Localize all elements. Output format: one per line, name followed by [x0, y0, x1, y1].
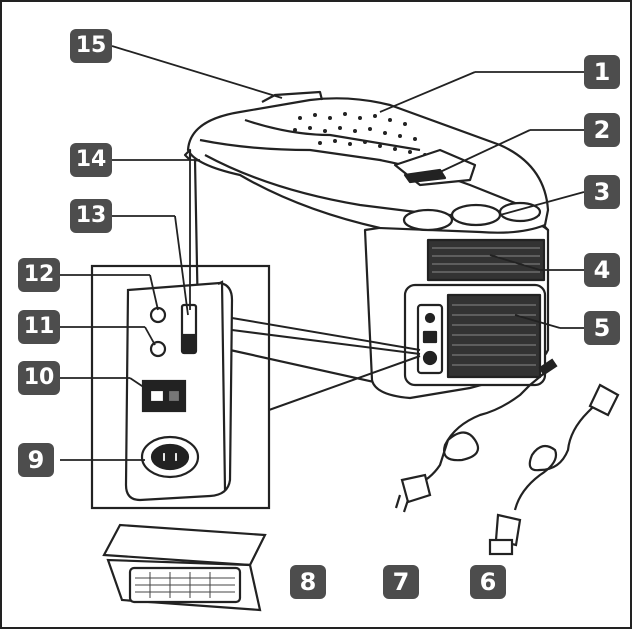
callout-13: 13	[70, 199, 112, 233]
callout-6: 6	[470, 565, 506, 599]
leader-lines	[60, 45, 585, 461]
callout-9: 9	[18, 443, 54, 477]
lid-vent-dots	[293, 112, 427, 157]
callout-11: 11	[18, 310, 60, 344]
callout-12: 12	[18, 258, 60, 292]
dc-car-cord	[488, 383, 620, 556]
side-panel-detail	[90, 264, 271, 510]
callout-5: 5	[584, 311, 620, 345]
callout-15: 15	[70, 29, 112, 63]
upper-vent-slats	[432, 247, 540, 273]
callout-1: 1	[584, 55, 620, 89]
callout-4: 4	[584, 253, 620, 287]
callout-3: 3	[584, 175, 620, 209]
cooler-illustration	[183, 90, 550, 400]
callout-7: 7	[383, 565, 419, 599]
accessory-strap	[102, 523, 267, 612]
callout-14: 14	[70, 143, 112, 177]
callout-8: 8	[290, 565, 326, 599]
ac-power-cord	[394, 358, 558, 513]
panel-connector-lines	[231, 317, 421, 411]
lower-vent-slats	[452, 304, 536, 366]
callout-2: 2	[584, 113, 620, 147]
callout-10: 10	[18, 361, 60, 395]
